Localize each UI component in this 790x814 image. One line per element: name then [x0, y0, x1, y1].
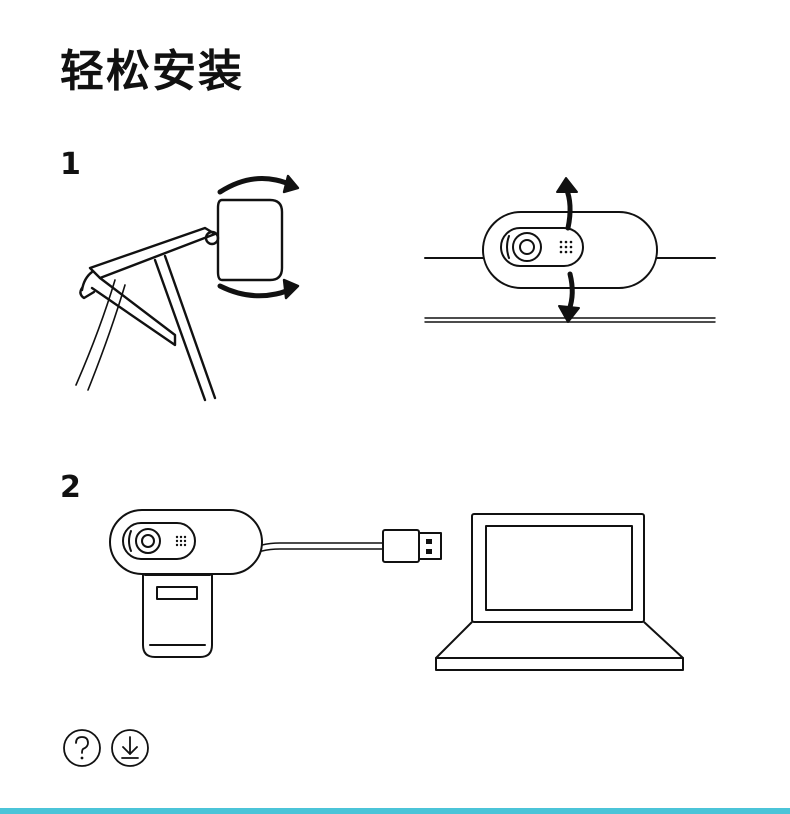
webcam-usb-illustration: [109, 509, 442, 658]
step-2-number: 2: [60, 470, 81, 505]
question-circle-icon[interactable]: [62, 728, 102, 768]
page-title: 轻松安装: [60, 46, 244, 97]
monitor-clip-illustration: [75, 174, 300, 402]
camera-tilt-illustration: [424, 177, 716, 323]
step-1-number: 1: [60, 147, 81, 182]
download-circle-icon[interactable]: [110, 728, 150, 768]
accent-footer-bar: [0, 808, 790, 814]
laptop-illustration: [435, 513, 684, 671]
